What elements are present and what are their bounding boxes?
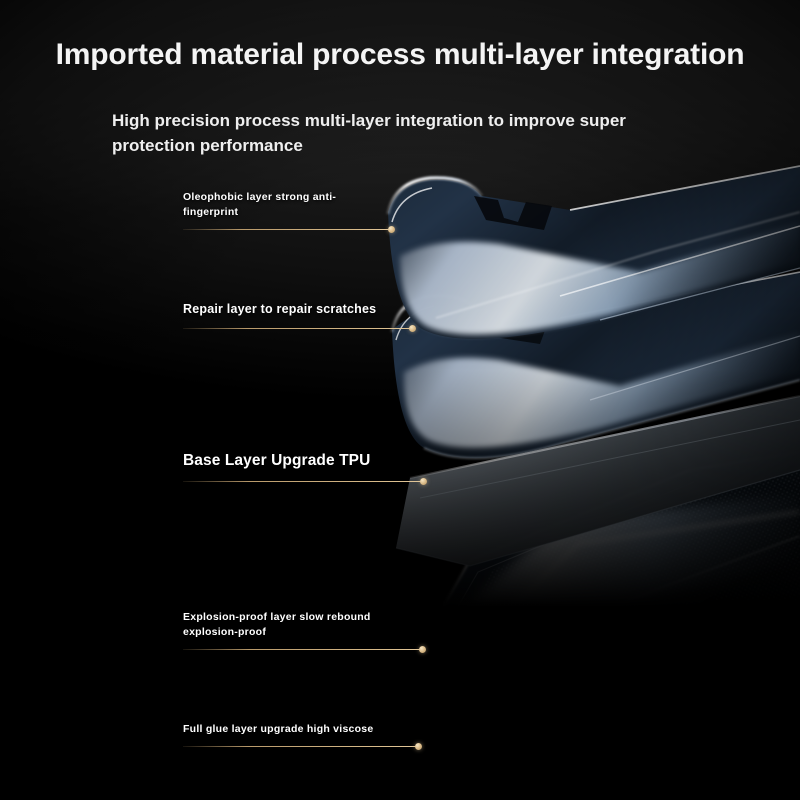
leader-dot (420, 478, 427, 485)
callout-oleophobic: Oleophobic layer strong anti- fingerprin… (183, 190, 395, 233)
leader-dot (419, 645, 426, 653)
callout-label: Repair layer to repair scratches (183, 302, 377, 316)
leader-dot (388, 225, 395, 233)
leader-line (183, 478, 427, 485)
leader-line (183, 645, 426, 653)
page-subtitle: High precision process multi-layer integ… (112, 111, 626, 156)
callout-repair: Repair layer to repair scratches (183, 301, 416, 332)
leader-dot (415, 742, 422, 750)
leader-line (183, 742, 422, 750)
callout-label: Explosion-proof layer slow rebound explo… (183, 611, 371, 638)
callout-label: Base Layer Upgrade TPU (183, 452, 371, 469)
leader-line (183, 324, 416, 332)
page-title: Imported material process multi-layer in… (55, 38, 745, 71)
callout-base-tpu: Base Layer Upgrade TPU (183, 450, 427, 485)
callout-explosion-proof: Explosion-proof layer slow rebound explo… (183, 610, 426, 653)
background-bottom-fade (0, 370, 800, 800)
callout-label: Oleophobic layer strong anti- fingerprin… (183, 191, 337, 218)
callout-full-glue: Full glue layer upgrade high viscose (183, 722, 422, 750)
leader-line (183, 225, 395, 233)
callout-label: Full glue layer upgrade high viscose (183, 723, 374, 735)
leader-dot (409, 324, 416, 332)
